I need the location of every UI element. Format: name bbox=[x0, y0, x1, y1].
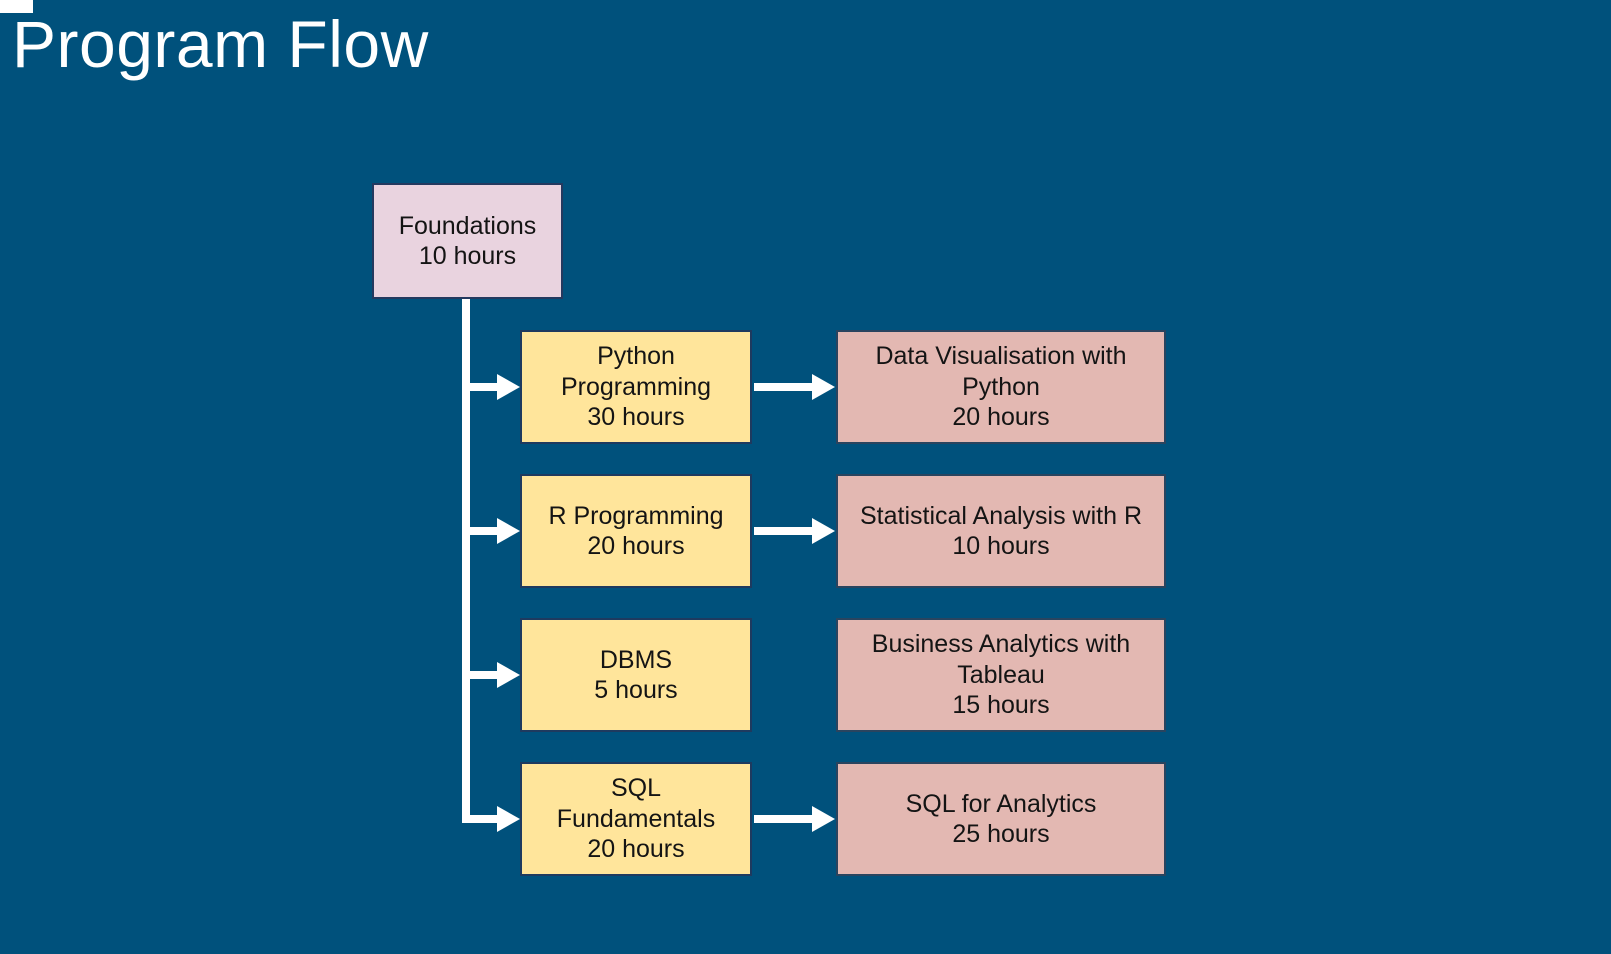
node-label: Python Programming bbox=[560, 342, 712, 401]
node-sql-fundamentals: SQL Fundamentals 20 hours bbox=[520, 762, 752, 876]
node-hours: 20 hours bbox=[587, 835, 685, 864]
arrow-foundations-to-sql-fundamentals bbox=[462, 806, 520, 832]
node-statistical-analysis-with-r: Statistical Analysis with R 10 hours bbox=[836, 474, 1166, 588]
node-hours: 30 hours bbox=[587, 403, 685, 432]
top-left-edge-artifact bbox=[0, 0, 33, 13]
node-hours: 5 hours bbox=[594, 676, 678, 704]
node-hours: 15 hours bbox=[952, 691, 1050, 720]
node-r-programming: R Programming 20 hours bbox=[520, 474, 752, 588]
node-sql-for-analytics: SQL for Analytics 25 hours bbox=[836, 762, 1166, 876]
node-data-visualisation-with-python: Data Visualisation with Python 20 hours bbox=[836, 330, 1166, 444]
arrow-foundations-to-r bbox=[462, 518, 520, 544]
node-business-analytics-with-tableau: Business Analytics with Tableau 15 hours bbox=[836, 618, 1166, 732]
arrow-foundations-to-python bbox=[462, 374, 520, 400]
arrow-r-to-stats bbox=[754, 518, 835, 544]
node-label: DBMS bbox=[599, 645, 673, 674]
node-label: Data Visualisation with Python bbox=[875, 342, 1127, 401]
node-label: Foundations bbox=[398, 211, 537, 240]
arrow-foundations-to-dbms bbox=[462, 662, 520, 688]
node-foundations: Foundations 10 hours bbox=[372, 183, 563, 299]
node-python-programming: Python Programming 30 hours bbox=[520, 330, 752, 444]
node-dbms: DBMS 5 hours bbox=[520, 618, 752, 732]
node-hours: 20 hours bbox=[587, 532, 685, 560]
arrow-sql-to-analytics bbox=[754, 806, 835, 832]
node-label: R Programming bbox=[548, 501, 724, 530]
arrow-python-to-dataviz bbox=[754, 374, 835, 400]
node-label: Business Analytics with Tableau bbox=[871, 630, 1131, 689]
node-label: SQL for Analytics bbox=[905, 789, 1097, 818]
node-hours: 25 hours bbox=[952, 820, 1050, 848]
page-title: Program Flow bbox=[12, 7, 429, 81]
node-hours: 20 hours bbox=[952, 403, 1050, 432]
node-label: SQL Fundamentals bbox=[556, 774, 716, 833]
node-label: Statistical Analysis with R bbox=[859, 501, 1143, 530]
node-hours: 10 hours bbox=[418, 242, 517, 270]
node-hours: 10 hours bbox=[952, 532, 1050, 560]
